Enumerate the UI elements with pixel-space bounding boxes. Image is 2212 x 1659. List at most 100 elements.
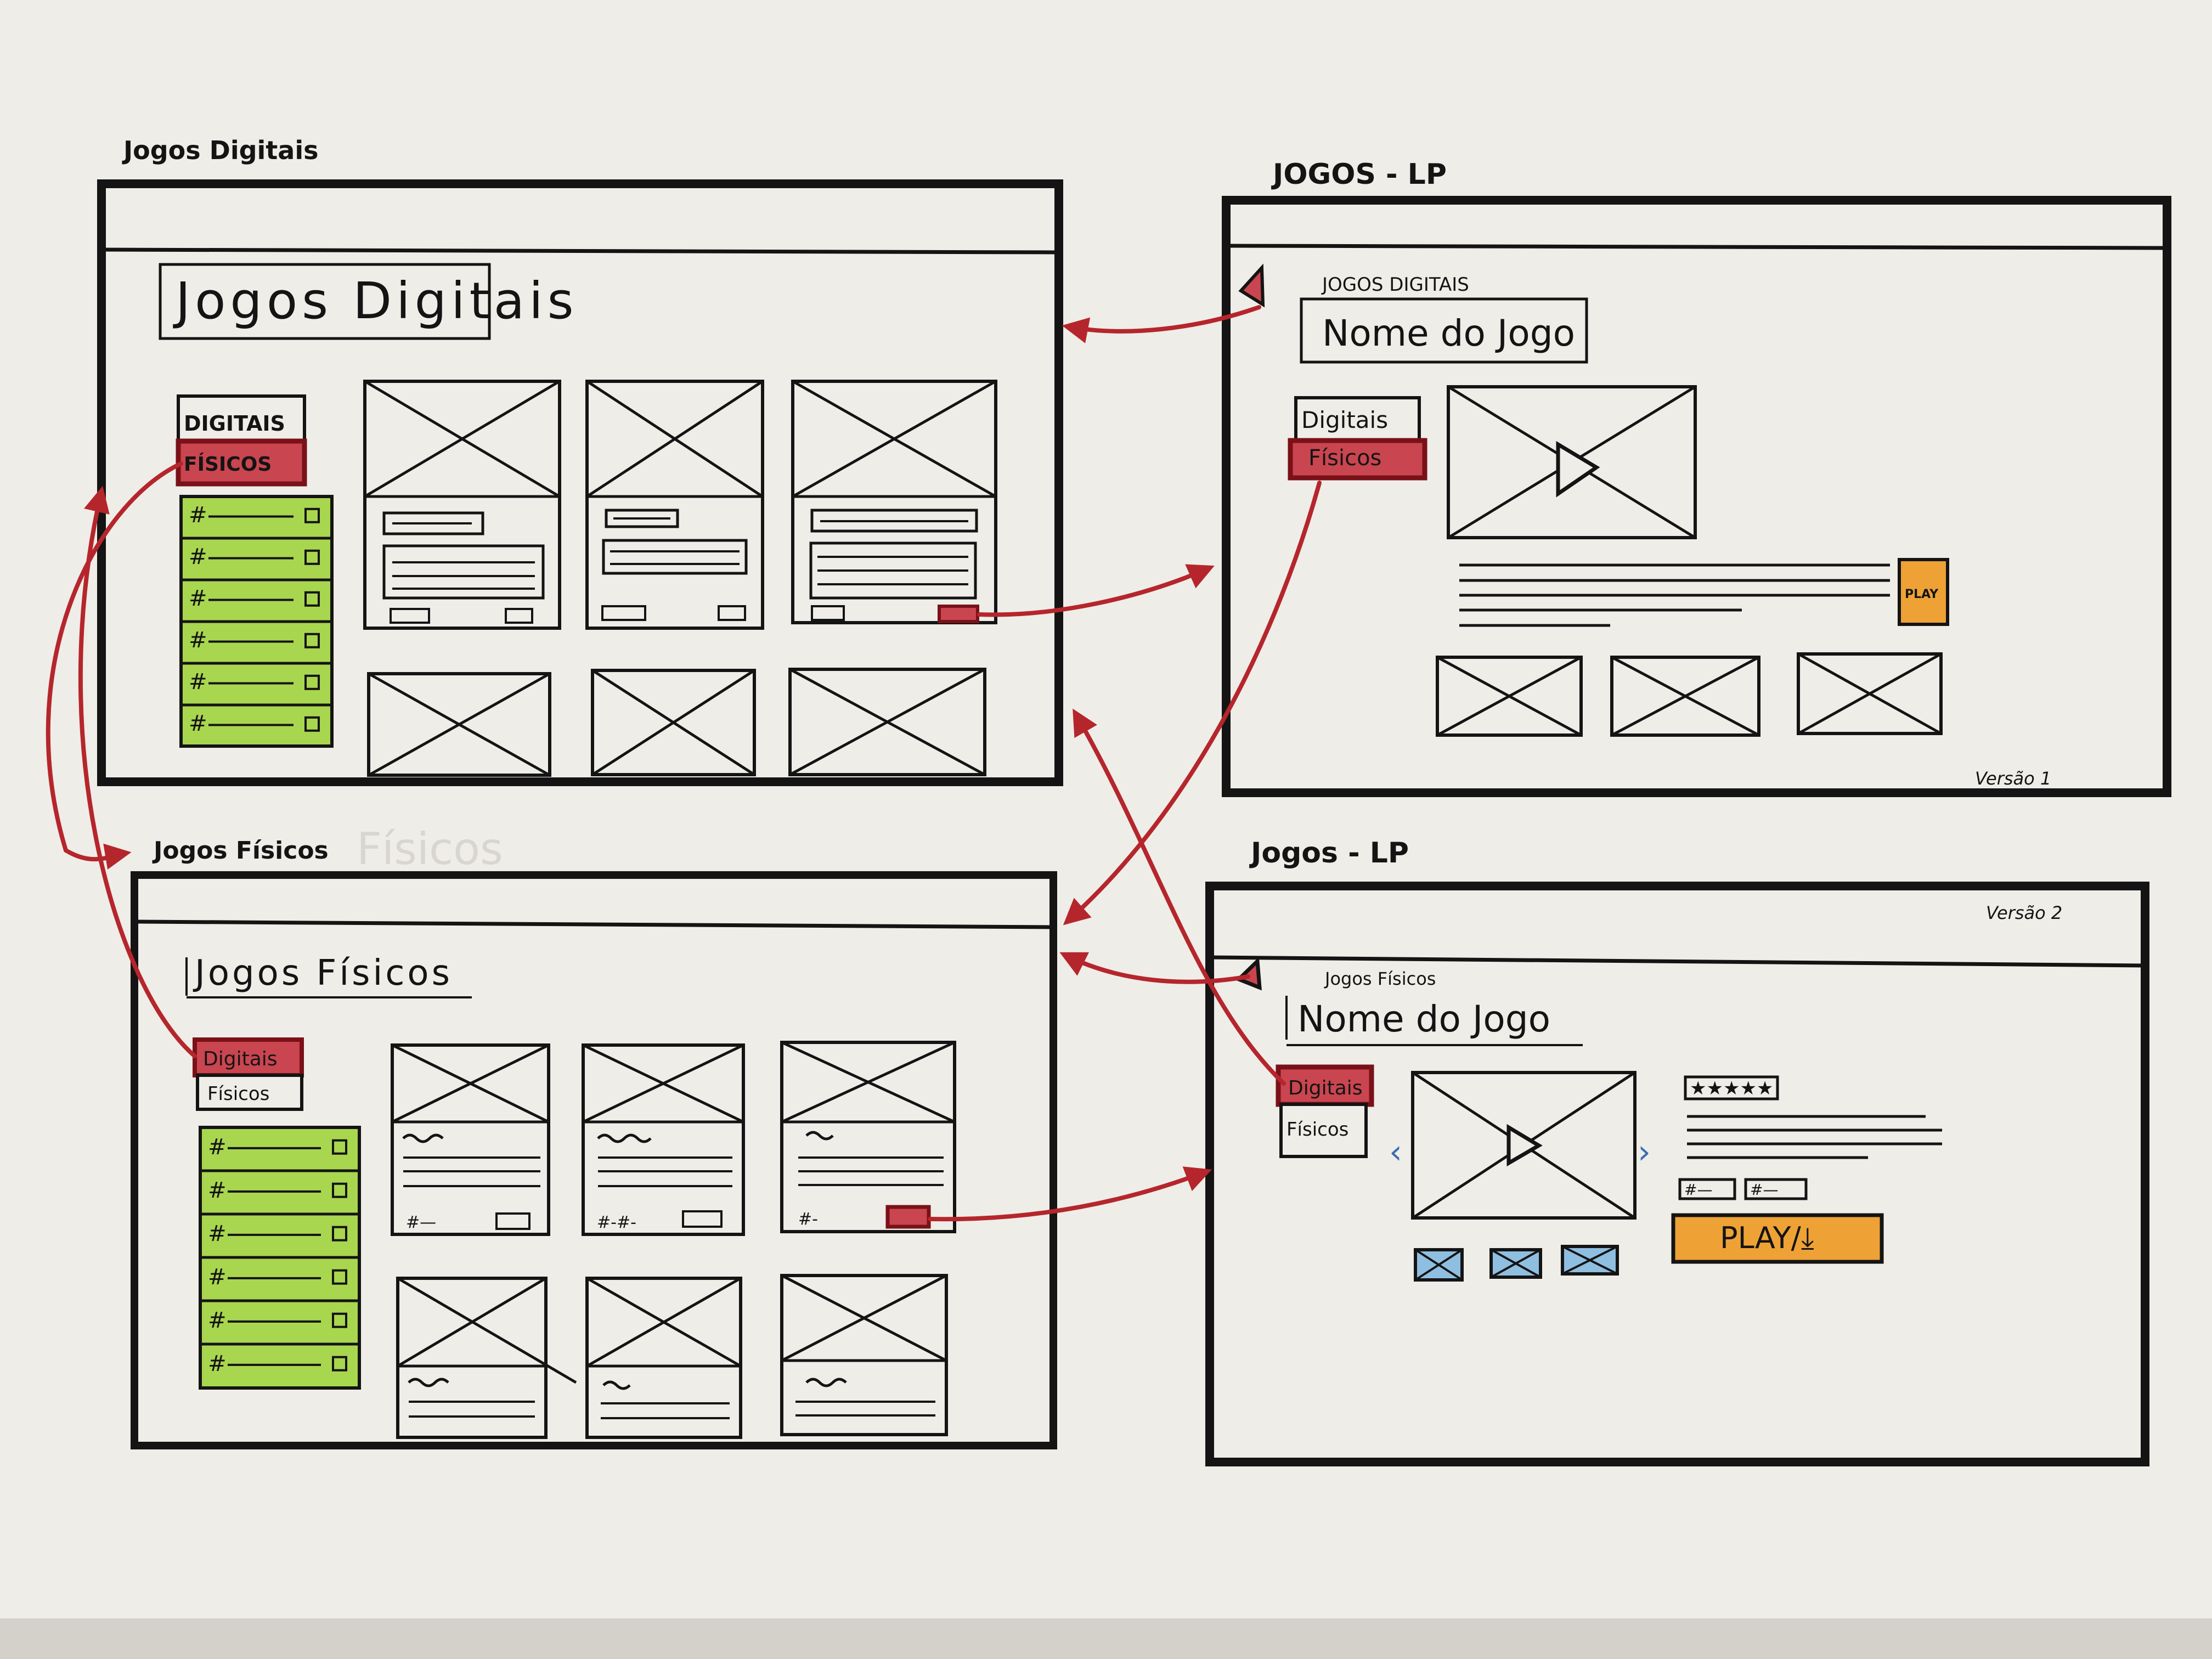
game-card-1[interactable]: #— [391, 1043, 550, 1236]
game-card-4[interactable] [396, 1277, 577, 1439]
tab-digitais[interactable] [177, 394, 306, 443]
card-arrow-button[interactable] [682, 1210, 723, 1228]
card-image-placeholder [585, 380, 764, 498]
flow-arrow-lp2-digitais-to-digitais [1073, 708, 1286, 1086]
game-title: Nome do Jogo [1297, 998, 1550, 1040]
tab-fisicos[interactable] [196, 1074, 303, 1111]
card-arrow-button-highlight[interactable] [938, 605, 979, 623]
filter-checkbox[interactable] [332, 1226, 347, 1242]
filter-checkbox[interactable] [332, 1269, 347, 1285]
carousel-next-icon[interactable]: › [1638, 1133, 1651, 1171]
filter-hash-mark: # [189, 503, 207, 528]
thumbnail-1[interactable] [1414, 1248, 1464, 1282]
play-icon[interactable] [1506, 1124, 1543, 1167]
filter-list-item[interactable]: # [181, 662, 332, 695]
play-download-button[interactable] [1671, 1213, 1884, 1264]
card-tag [390, 608, 430, 624]
thumbnail-3[interactable] [1797, 652, 1943, 735]
filter-checkbox[interactable] [332, 1356, 347, 1372]
game-card-2[interactable]: #-#- [582, 1043, 745, 1236]
filter-checkbox[interactable] [332, 1182, 347, 1198]
tab-digitais[interactable] [1276, 1064, 1374, 1107]
tab-fisicos[interactable] [1288, 438, 1427, 481]
meta-chip-1 [1678, 1178, 1736, 1200]
filter-hash-mark: # [208, 1351, 227, 1376]
rating-stars: ★★★★★ [1684, 1075, 1779, 1101]
play-button-label: PLAY [1905, 588, 1939, 601]
card-description-box [809, 541, 977, 600]
thumbnail-2[interactable] [1610, 656, 1760, 737]
browser-toolbar-line [101, 247, 1059, 255]
filter-checkbox[interactable] [332, 1139, 347, 1155]
page-title-box [159, 263, 491, 340]
version-label: Versão 2 [1986, 902, 2062, 923]
video-carousel[interactable]: ‹ › [1389, 1071, 1651, 1220]
back-arrow-icon[interactable] [1238, 263, 1265, 308]
filter-list-item[interactable]: # [181, 703, 332, 736]
flow-arrow-lp2-back-to-fisicos [1059, 952, 1250, 984]
card-arrow-button[interactable] [505, 608, 533, 624]
filter-list-item[interactable]: # [181, 537, 332, 569]
tab-digitais[interactable] [1294, 396, 1421, 442]
placeholder-cross [586, 380, 764, 498]
filter-list-item[interactable]: # [208, 1135, 347, 1160]
game-card-4[interactable] [367, 672, 551, 777]
card-arrow-button[interactable] [718, 605, 746, 621]
carousel-prev-icon[interactable]: ‹ [1389, 1133, 1402, 1171]
breadcrumb[interactable]: JOGOS DIGITAIS [1321, 274, 1469, 296]
filter-list-item[interactable]: # [200, 1299, 359, 1333]
game-card-1[interactable] [363, 380, 561, 630]
filter-checkbox[interactable] [304, 591, 320, 607]
placeholder-cross [792, 380, 997, 498]
game-card-3[interactable] [791, 380, 997, 624]
card-arrow-button-highlight[interactable] [885, 1205, 931, 1229]
filter-hash-mark: # [189, 628, 207, 653]
tab-fisicos-label: Físicos [1286, 1119, 1348, 1141]
back-arrow-icon[interactable] [1235, 957, 1262, 991]
card-image-placeholder [591, 669, 756, 776]
filter-list-item[interactable]: # [181, 578, 332, 611]
thumbnail-2[interactable] [1489, 1248, 1542, 1279]
placeholder-cross [789, 668, 986, 776]
filter-checkbox[interactable] [304, 507, 320, 523]
game-card-5[interactable] [585, 1277, 742, 1439]
placeholder-cross [397, 1277, 577, 1384]
filter-list-item[interactable]: # [200, 1342, 359, 1376]
card-frame [780, 1274, 948, 1436]
game-card-3[interactable]: #- [780, 1041, 956, 1233]
filter-checkbox[interactable] [304, 674, 320, 690]
thumbnail-3[interactable] [1561, 1245, 1619, 1276]
card-description-box [382, 544, 545, 600]
meta-chip-2 [1744, 1178, 1808, 1200]
thumbnail-1[interactable] [1436, 656, 1583, 737]
tab-fisicos[interactable] [1279, 1103, 1368, 1158]
video-player[interactable] [1447, 385, 1697, 539]
browser-toolbar-line [134, 919, 1054, 929]
game-card-5[interactable] [591, 669, 756, 776]
filter-list-items: # # # # # # [200, 1135, 359, 1376]
play-icon[interactable] [1556, 441, 1600, 498]
card-frame [585, 1277, 742, 1439]
game-card-6[interactable] [780, 1274, 948, 1436]
filter-hash-mark: # [189, 586, 207, 611]
game-card-2[interactable] [585, 380, 764, 630]
filter-checkbox[interactable] [304, 549, 320, 565]
filter-checkbox[interactable] [332, 1312, 347, 1328]
breadcrumb[interactable]: Jogos Físicos [1324, 968, 1436, 989]
play-button[interactable] [1898, 558, 1949, 626]
play-download-label: PLAY/⤓ [1720, 1221, 1814, 1255]
card-arrow-button[interactable] [495, 1212, 531, 1230]
filter-list-item[interactable]: # [200, 1169, 359, 1203]
card-tag [811, 605, 845, 621]
game-card-6[interactable] [788, 668, 986, 776]
version-label: Versão 1 [1975, 768, 2051, 789]
filter-list-item[interactable]: # [200, 1256, 359, 1290]
card-title-scribble [805, 1131, 834, 1141]
filter-list-item[interactable]: # [200, 1212, 359, 1246]
card-description-box [602, 539, 748, 575]
filter-list-item[interactable]: # [181, 620, 332, 653]
filter-list-item[interactable]: # [189, 503, 320, 528]
filter-checkbox[interactable] [304, 716, 320, 732]
filter-checkbox[interactable] [304, 633, 320, 648]
